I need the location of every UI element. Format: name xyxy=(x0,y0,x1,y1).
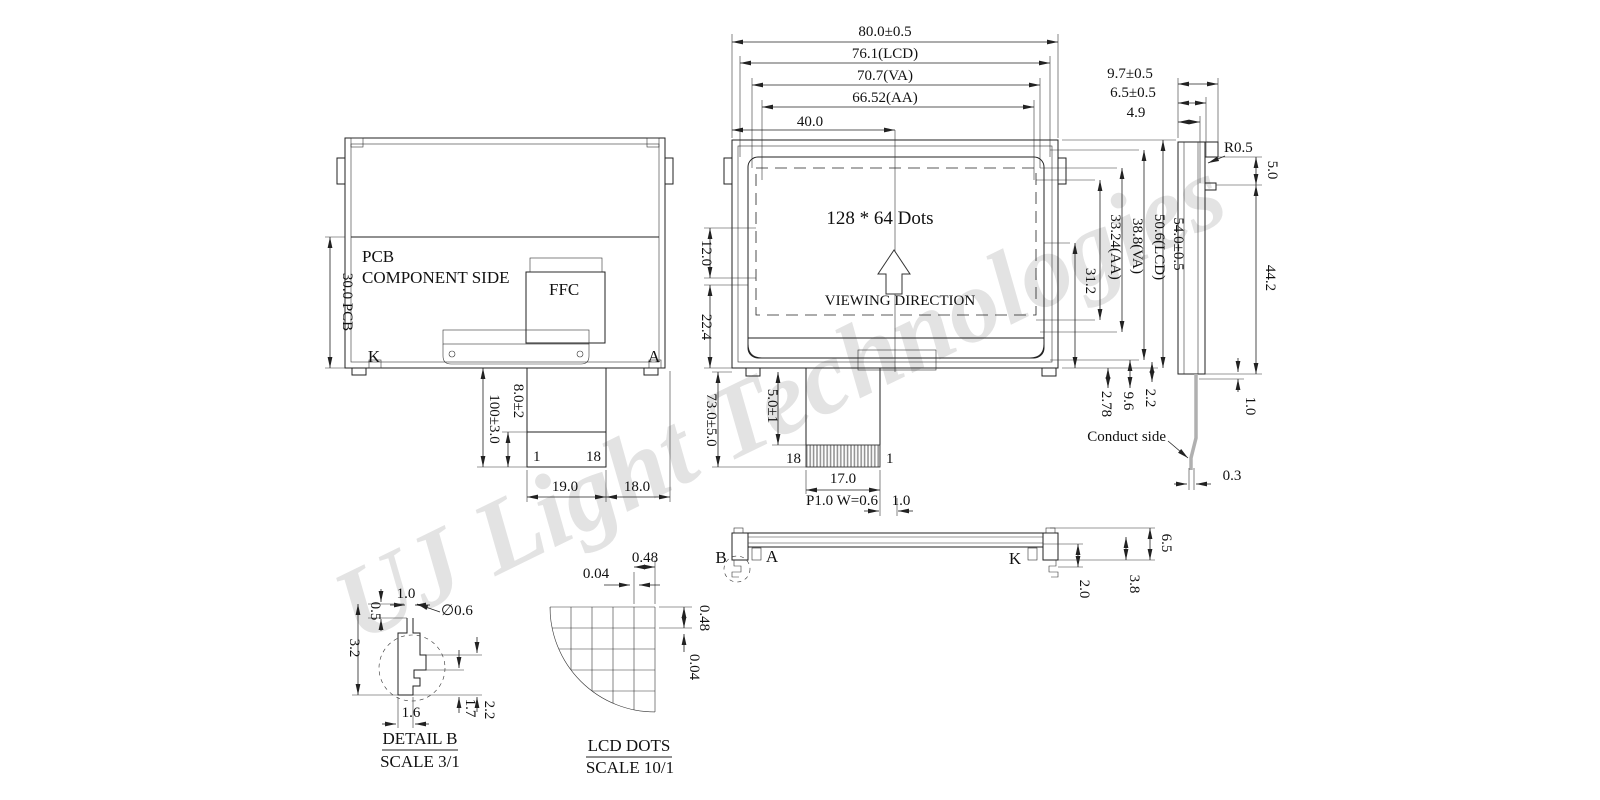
dim-diameter: ∅0.6 xyxy=(441,603,473,619)
dim-center-width: 40.0 xyxy=(797,114,823,130)
pin-profile xyxy=(397,618,427,696)
radius-label: R0.5 xyxy=(1224,140,1253,156)
ffc-tail-contacts xyxy=(805,444,881,468)
dim-total-thickness: 6.5 xyxy=(1158,534,1174,553)
bottom-profile-view: B A K 6.5 3.8 2.0 xyxy=(715,527,1174,599)
cathode-pin xyxy=(368,359,382,369)
dim-contact-width: 19.0 xyxy=(552,479,578,495)
ffc-tail-side xyxy=(1189,374,1198,470)
dim-pitch: P1.0 W=0.6 xyxy=(806,493,878,509)
viewing-direction-arrow-icon xyxy=(877,249,911,295)
dim-left-12: 12.0 xyxy=(698,240,714,266)
detail-b-title: DETAIL B xyxy=(383,729,458,748)
pin-1-label: 1 xyxy=(533,449,541,465)
dim-dot-pitch-y: 0.48 xyxy=(696,605,712,631)
dim-tail-exposed: 5.0±1 xyxy=(764,389,780,423)
dim-aa-width: 66.52(AA) xyxy=(852,90,917,106)
dim-side-height: 44.2 xyxy=(1262,265,1278,291)
dim-aa-height: 33.24(AA) xyxy=(1107,214,1123,279)
dim-96: 9.6 xyxy=(1120,392,1136,411)
anode-label: A xyxy=(648,347,661,366)
detail-b-scale: SCALE 3/1 xyxy=(380,752,460,771)
dim-margin: 1.0 xyxy=(892,493,911,509)
anode-pin xyxy=(751,547,762,561)
ffc-tail-contacts xyxy=(526,431,607,468)
ffc-contact-fingers xyxy=(529,257,603,273)
dim-17: 1.7 xyxy=(462,699,478,718)
cathode-pin xyxy=(1027,547,1038,561)
detail-circle xyxy=(378,634,446,702)
component-side-label: COMPONENT SIDE xyxy=(362,268,510,287)
dim-pcb-height: 30.0 PCB xyxy=(339,273,355,331)
mounting-ear-left xyxy=(336,157,346,185)
dim-left-22: 22.4 xyxy=(698,314,714,341)
dim-dot-gap-x: 0.04 xyxy=(583,566,610,582)
dim-pin-thickness: 2.0 xyxy=(1076,580,1092,599)
dim-tail-length: 100±3.0 xyxy=(486,394,502,443)
pcb-back-view: PCB COMPONENT SIDE FFC 30.0 PCB K A 8.0±… xyxy=(325,137,674,502)
dim-tail-thickness: 0.3 xyxy=(1223,468,1242,484)
dim-dot-gap-y: 0.04 xyxy=(686,654,702,681)
dim-depth-3: 4.9 xyxy=(1127,105,1146,121)
dim-lcd-width: 76.1(LCD) xyxy=(852,46,918,62)
dim-tail-length: 73.0±5.0 xyxy=(703,393,719,446)
dim-depth-total: 9.7±0.5 xyxy=(1107,66,1153,82)
dots-count-label: 128 * 64 Dots xyxy=(826,208,933,229)
cathode-label: K xyxy=(368,347,381,366)
pin-18-label: 18 xyxy=(786,451,801,467)
detail-b-circle xyxy=(723,555,751,583)
lcd-dots-title: LCD DOTS xyxy=(588,736,671,755)
viewing-area xyxy=(755,167,1037,316)
anode-pin xyxy=(648,359,662,369)
hook-left xyxy=(731,560,742,578)
dim-16: 1.6 xyxy=(402,705,421,721)
pcb-label: PCB xyxy=(362,247,394,266)
cathode-label: K xyxy=(1009,549,1022,568)
dim-va-width: 70.7(VA) xyxy=(857,68,913,84)
dim-32: 3.2 xyxy=(346,639,362,658)
side-view: 9.7±0.5 6.5±0.5 4.9 R0.5 5.0 44.2 1.0 Co… xyxy=(1087,66,1280,490)
dim-05: 0.5 xyxy=(367,602,383,621)
dim-31: 31.2 xyxy=(1082,268,1098,294)
mounting-ear-right xyxy=(1057,157,1067,185)
hook-right xyxy=(1048,560,1059,578)
dim-contact-offset: 18.0 xyxy=(624,479,650,495)
lcd-contact-fingers xyxy=(442,329,590,345)
bezel-hatch xyxy=(747,337,1045,359)
detail-b-view: 1.0 0.5 3.2 ∅0.6 1.6 1.7 2.2 DETAIL B SC… xyxy=(346,586,497,771)
dim-tail-bend: 8.0±2 xyxy=(510,384,526,418)
dim-va-height: 38.8(VA) xyxy=(1129,218,1145,274)
detail-b-label: B xyxy=(715,548,726,567)
dim-mid-thickness: 3.8 xyxy=(1126,575,1142,594)
dim-22: 2.2 xyxy=(481,701,497,720)
lcd-dots-scale: SCALE 10/1 xyxy=(586,758,674,777)
dim-lcd-height: 50.6(LCD) xyxy=(1151,214,1167,280)
dim-contact-width: 17.0 xyxy=(830,471,856,487)
dim-22: 2.2 xyxy=(1142,389,1158,408)
pin-1-label: 1 xyxy=(886,451,894,467)
dim-pin-width: 1.0 xyxy=(397,586,416,602)
dim-dot-pitch-x: 0.48 xyxy=(632,550,658,566)
mounting-ear-left xyxy=(723,157,733,185)
dim-278: 2.78 xyxy=(1098,391,1114,417)
dim-outline-width: 80.0±0.5 xyxy=(858,24,911,40)
ffc-label: FFC xyxy=(549,280,579,299)
viewing-direction-label: VIEWING DIRECTION xyxy=(825,293,976,309)
corner-arc xyxy=(549,606,656,713)
dim-tail-gap: 1.0 xyxy=(1242,397,1258,416)
front-view: 128 * 64 Dots VIEWING DIRECTION 80.0±0.5… xyxy=(698,24,1186,516)
conduct-side-label: Conduct side xyxy=(1087,429,1166,445)
pin-18-label: 18 xyxy=(586,449,601,465)
dim-step: 5.0 xyxy=(1264,161,1280,180)
anode-label: A xyxy=(766,547,779,566)
dim-depth-2: 6.5±0.5 xyxy=(1110,85,1156,101)
mounting-ear-right xyxy=(664,157,674,185)
